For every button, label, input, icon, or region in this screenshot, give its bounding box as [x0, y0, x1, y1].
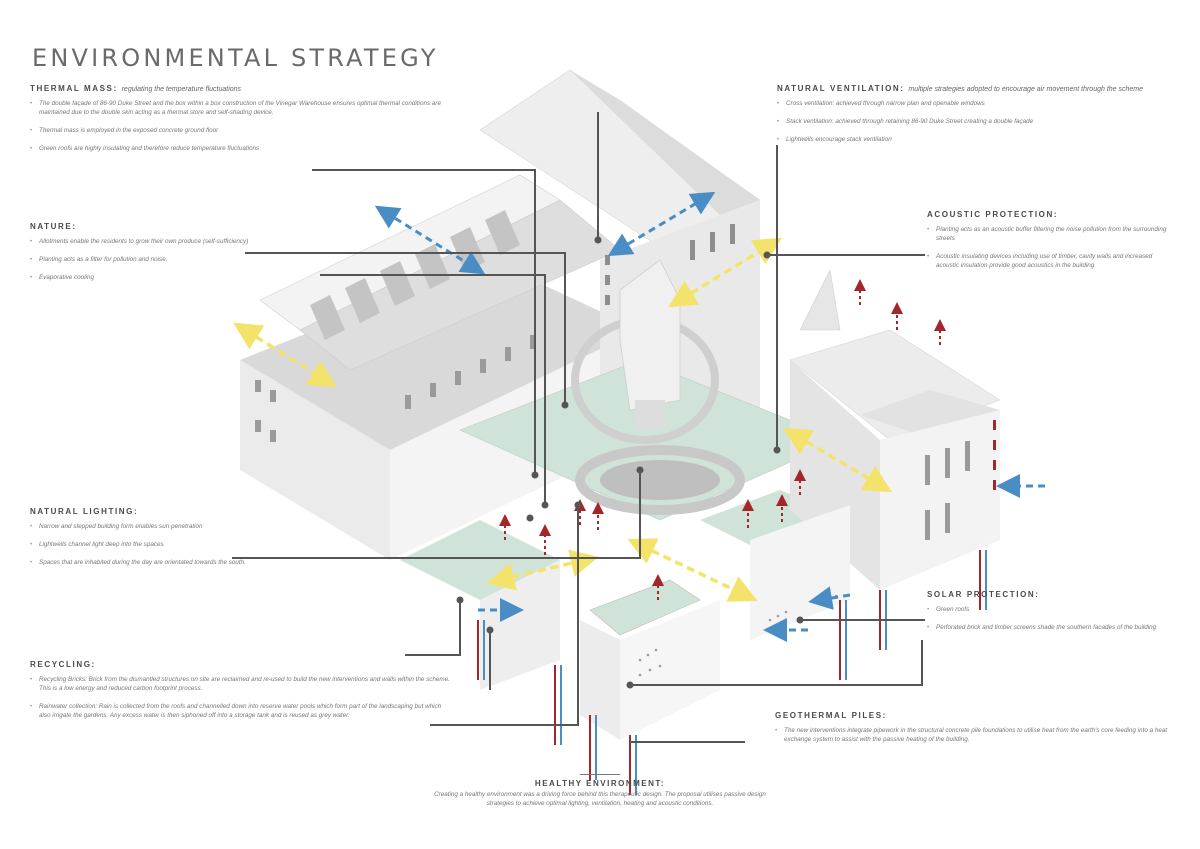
central-spiral-tower — [571, 259, 745, 515]
list-item: The new interventions integrate pipework… — [775, 726, 1177, 744]
page-title: ENVIRONMENTAL STRATEGY — [32, 44, 439, 72]
list-item: Recycling Bricks: Brick from the dismant… — [30, 675, 450, 693]
section-natural-lighting: NATURAL LIGHTING: Narrow and stepped bui… — [30, 507, 290, 576]
leader-lines — [232, 112, 925, 743]
section-heading: RECYCLING: — [30, 660, 96, 669]
list-item: Lightwells encourage stack ventilation — [777, 135, 1177, 144]
list-item: Planting acts as a filter for pollution … — [30, 255, 290, 264]
section-solar-protection: SOLAR PROTECTION: Green roofs Perforated… — [927, 590, 1177, 641]
section-heading: THERMAL MASS: — [30, 84, 118, 93]
list-item: Planting acts as an acoustic buffer filt… — [927, 225, 1177, 243]
list-item: Cross ventilation: achieved through narr… — [777, 99, 1177, 108]
section-heading: NATURE: — [30, 222, 77, 231]
section-natural-ventilation: NATURAL VENTILATION: multiple strategies… — [777, 84, 1177, 153]
section-heading: ACOUSTIC PROTECTION: — [927, 210, 1059, 219]
list-item: Stack ventilation: achieved through reta… — [777, 117, 1177, 126]
list-item: The double façade of 86-90 Duke Street a… — [30, 99, 450, 117]
list-item: Perforated brick and timber screens shad… — [927, 623, 1177, 632]
list-item: Narrow and stepped building form enables… — [30, 522, 290, 531]
ventilation-arrows — [233, 237, 893, 602]
section-subheading: multiple strategies adopted to encourage… — [908, 86, 1144, 93]
list-item: Rainwater collection: Rain is collected … — [30, 702, 450, 720]
section-body: Creating a healthy environment was a dri… — [434, 791, 766, 807]
section-heading: HEALTHY ENVIRONMENT: — [534, 779, 666, 788]
section-thermal-mass: THERMAL MASS: regulating the temperature… — [30, 84, 450, 162]
list-item: Green roofs — [927, 605, 1177, 614]
section-nature: NATURE: Allotments enable the residents … — [30, 222, 290, 291]
list-item: Acoustic insulating devices including us… — [927, 252, 1177, 270]
list-item: Lightwells channel light deep into the s… — [30, 540, 290, 549]
section-heading: SOLAR PROTECTION: — [927, 590, 1040, 599]
section-acoustic-protection: ACOUSTIC PROTECTION: Planting acts as an… — [927, 210, 1177, 279]
section-subheading: regulating the temperature fluctuations — [121, 86, 242, 93]
list-item: Spaces that are inhabited during the day… — [30, 558, 290, 567]
section-recycling: RECYCLING: Recycling Bricks: Brick from … — [30, 660, 450, 729]
list-item: Allotments enable the residents to grow … — [30, 237, 290, 246]
healthy-environment-note: HEALTHY ENVIRONMENT: Creating a healthy … — [430, 774, 770, 808]
cool-air-arrows — [374, 191, 1045, 642]
section-heading: NATURAL LIGHTING: — [30, 507, 139, 516]
section-heading: GEOTHERMAL PILES: — [775, 711, 887, 720]
front-perforated-blocks — [480, 505, 850, 740]
list-item: Evaporative cooling — [30, 273, 290, 282]
divider — [580, 774, 620, 775]
list-item: Thermal mass is employed in the exposed … — [30, 126, 450, 135]
leader-dots — [456, 236, 804, 689]
section-heading: NATURAL VENTILATION: — [777, 84, 905, 93]
list-item: Green roofs are highly insulating and th… — [30, 144, 450, 153]
warm-air-arrows — [499, 279, 946, 600]
section-geothermal-piles: GEOTHERMAL PILES: The new interventions … — [775, 711, 1177, 753]
